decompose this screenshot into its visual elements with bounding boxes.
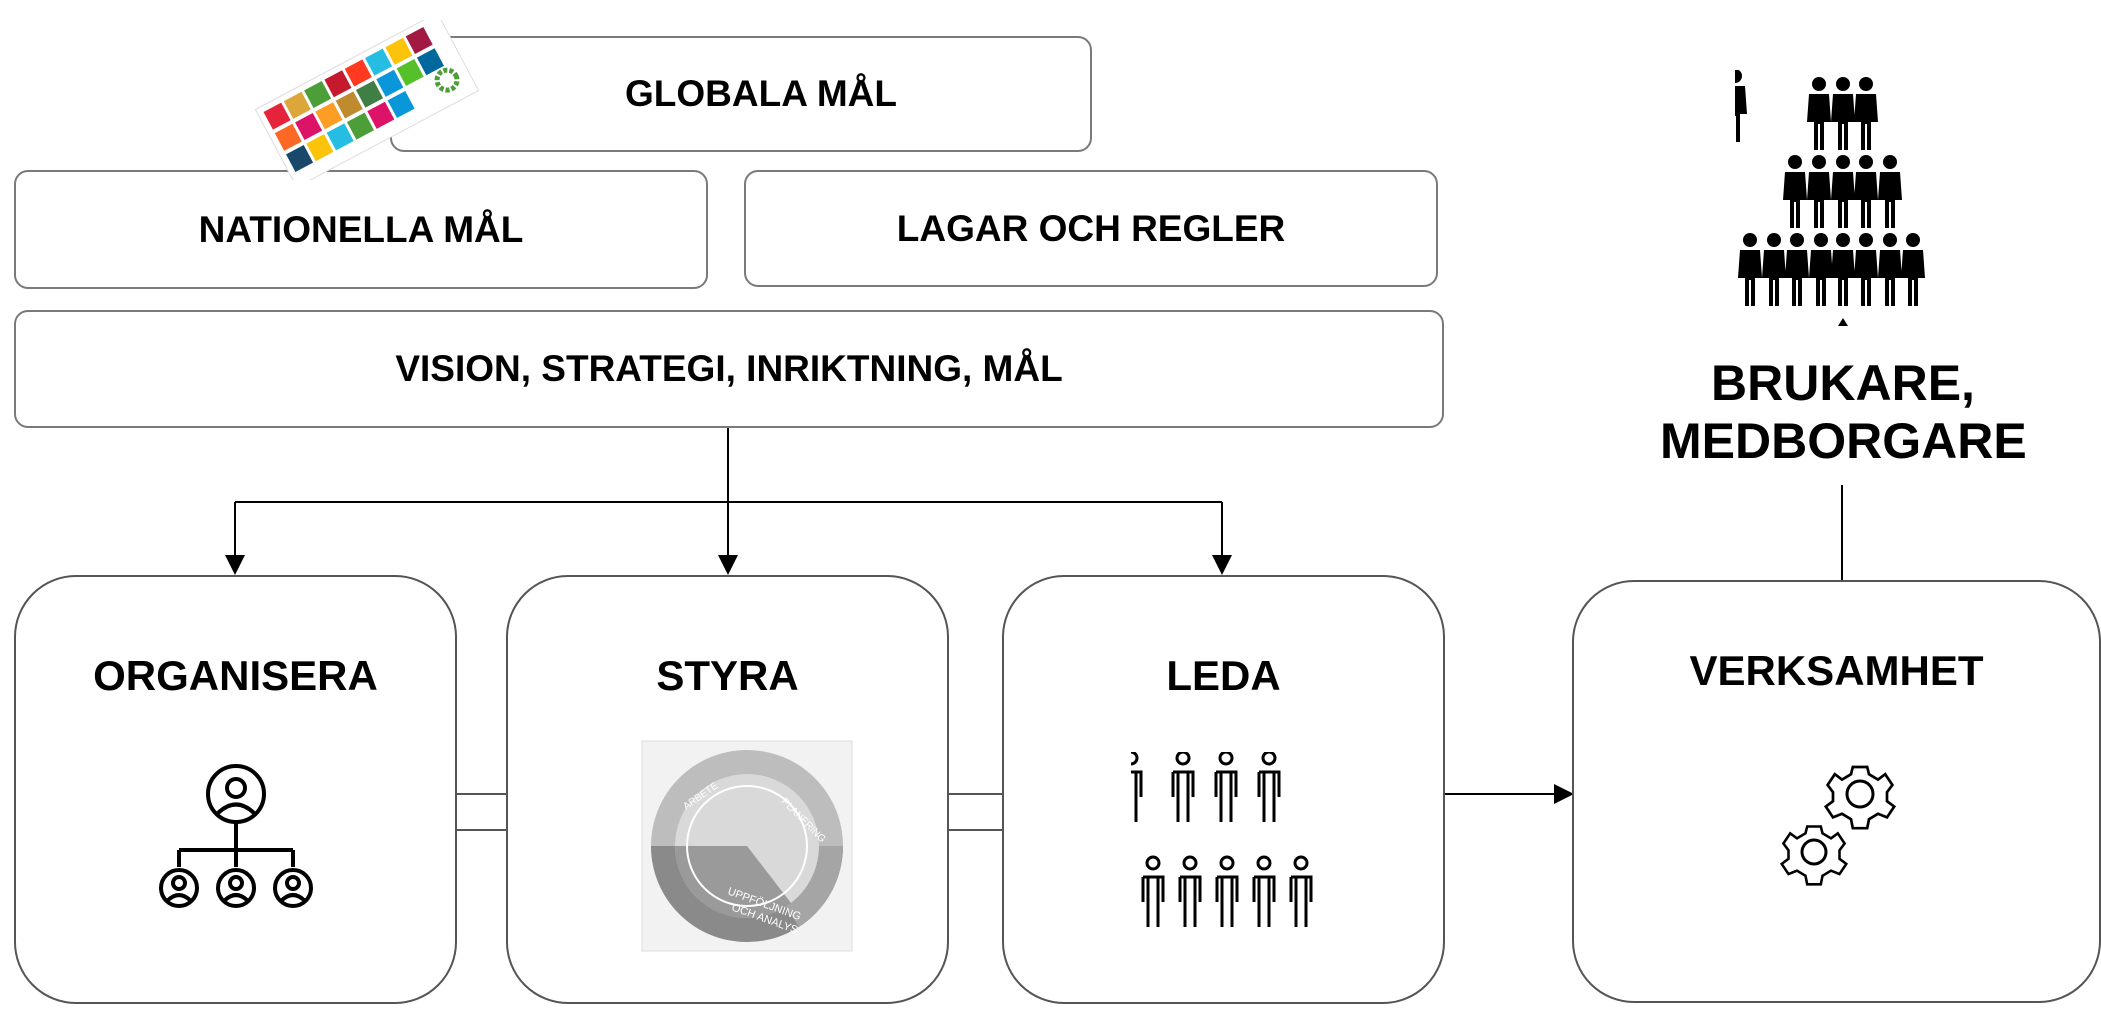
users-label-line2: MEDBORGARE bbox=[1660, 413, 2027, 469]
org-chart-icon bbox=[159, 764, 313, 908]
steer-box: STYRA PLANERING ARBETE UPPFÖLJNING OCH A… bbox=[506, 575, 949, 1004]
operations-box: VERKSAMHET bbox=[1572, 580, 2101, 1003]
global-goals-box: GLOBALA MÅL bbox=[390, 36, 1092, 152]
people-pyramid-icon bbox=[1735, 70, 1925, 326]
lead-label: LEDA bbox=[1166, 652, 1281, 699]
laws-label: LAGAR OCH REGLER bbox=[896, 207, 1286, 249]
vision-box: VISION, STRATEGI, INRIKTNING, MÅL bbox=[14, 310, 1444, 428]
national-goals-box: NATIONELLA MÅL bbox=[14, 170, 708, 289]
steer-label: STYRA bbox=[656, 652, 799, 699]
vision-label: VISION, STRATEGI, INRIKTNING, MÅL bbox=[395, 348, 1063, 389]
users-label-line1: BRUKARE, bbox=[1711, 355, 1975, 411]
users-label: BRUKARE, MEDBORGARE bbox=[1660, 354, 2027, 470]
global-goals-label: GLOBALA MÅL bbox=[625, 73, 897, 114]
national-goals-label: NATIONELLA MÅL bbox=[198, 208, 524, 250]
planning-cycle-icon: PLANERING ARBETE UPPFÖLJNING OCH ANALYS bbox=[641, 740, 853, 952]
operations-label: VERKSAMHET bbox=[1689, 647, 1984, 694]
sdg-tiles-icon bbox=[254, 20, 480, 180]
people-group-icon bbox=[1131, 752, 1313, 929]
laws-box: LAGAR OCH REGLER bbox=[744, 170, 1438, 287]
organise-label: ORGANISERA bbox=[93, 652, 378, 699]
gears-icon bbox=[1779, 765, 1897, 886]
lead-box: LEDA bbox=[1002, 575, 1445, 1004]
organise-box: ORGANISERA bbox=[14, 575, 457, 1004]
